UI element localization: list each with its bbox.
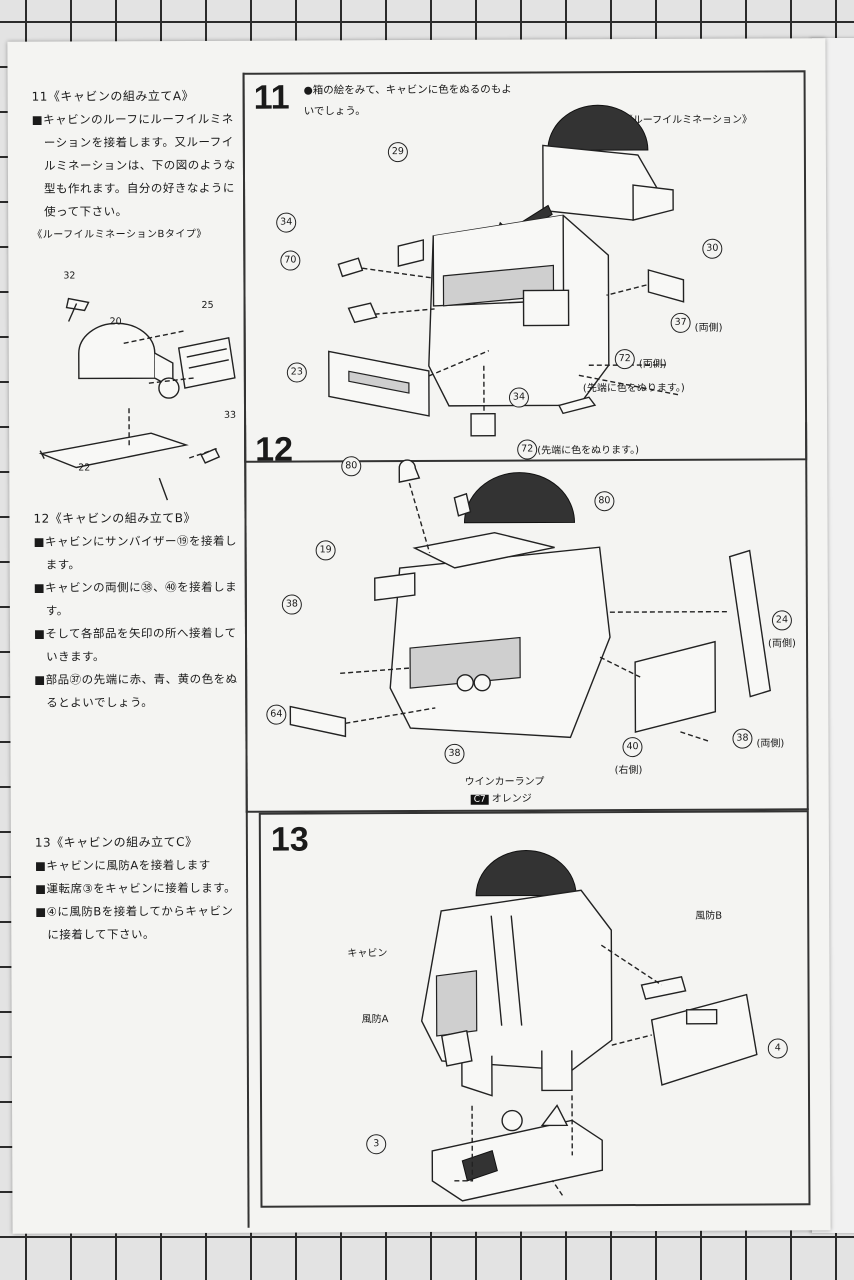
step11-heading: 11《キャビンの組み立てA》 [31,88,195,104]
part-label: 25 [201,299,214,311]
part-34-drawing [337,257,364,278]
step12-item: ■キャビンにサンバイザー⑲を接着します。 [33,533,237,572]
step12-instructions: 12《キャビンの組み立てB》 ■キャビンにサンバイザー⑲を接着します。 ■キャビ… [33,507,244,715]
cabin-drawing [420,850,613,1097]
step12-item: ■そして各部品を矢印の所へ接着していきます。 [33,625,237,664]
color-name: オレンジ [491,793,532,805]
windshield-b-drawing [640,976,687,1000]
cabin-drawing [397,214,610,407]
part-70-drawing [347,302,378,324]
both-sides-label: (両側) [694,322,723,334]
part-label: 38 [281,594,302,615]
part-label: 40 [622,737,643,758]
both-sides-label: (両側) [756,738,785,750]
step13-diagram [420,850,758,1202]
part-24-drawing [728,549,772,698]
step13-heading: 13《キャビンの組み立てC》 [34,834,198,850]
part-40-drawing [634,640,717,733]
part-label: 38 [444,743,465,764]
part-label: 38 [732,728,753,749]
step13-item: ■キャビンに風防Aを接着します [34,857,211,873]
part-label: 80 [341,456,362,477]
part-72-drawing [557,396,597,415]
guide-line [340,482,730,743]
part-label: 22 [78,462,91,474]
guide-line [123,330,194,384]
step12-item: ■部品㊲の先端に赤、青、黄の色をぬるとよいでしょう。 [34,671,238,710]
part-label: 37 [670,312,691,333]
winker-lamp-label: ウインカーランプ [464,776,545,788]
part-22-drawing [38,432,189,501]
tip-note: (先端に色をぬります。) [582,382,685,395]
part-34-drawing [470,412,496,437]
instruction-sheet: 11《キャビンの組み立てA》 ■キャビンのルーフにルーフイルミネーションを接着し… [7,38,831,1234]
step13-item: ■④に風防Bを接着してからキャビンに接着して下さい。 [35,903,234,942]
step12-diagram [289,459,772,743]
color-code-badge: C7 [470,794,489,805]
part-label: 72 [614,349,635,370]
step11-instructions: 11《キャビンの組み立てA》 ■キャビンのルーフにルーフイルミネーションを接着し… [32,85,243,247]
step13-instructions: 13《キャビンの組み立てC》 ■キャビンに風防Aを接着します ■運転席③をキャビ… [35,831,245,947]
windshield-a-drawing [440,1029,473,1067]
windshield-b-label: 風防B [695,910,723,922]
part-72-drawing [453,492,472,517]
part-label: 64 [266,704,287,725]
part-3-drawing [431,1104,604,1202]
part-label: 34 [276,212,297,233]
cabin-label: キャビン [347,948,388,960]
guide-line [452,944,662,1196]
step12-item: ■キャビンの両側に㊳、㊵を接着します。 [33,579,238,618]
step12-heading: 12《キャビンの組み立てB》 [33,510,197,526]
part-label: 30 [702,238,723,259]
step13-item: ■運転席③をキャビンに接着します。 [35,880,237,896]
part-32-drawing [65,297,90,322]
roof-illumination-drawing [542,104,674,221]
type-b-diagram [38,297,236,501]
windshield-a-label: 風防A [361,1014,389,1026]
part-label: 23 [286,362,307,383]
part-label: 24 [771,610,792,631]
part-25-drawing [177,336,236,389]
both-sides-label: (両側) [768,638,796,650]
part-label: 4 [767,1038,788,1059]
step11-diagram [328,104,685,437]
cabin-drawing [374,472,611,739]
part-label: 29 [387,142,408,163]
step11-item: ■キャビンのルーフにルーフイルミネーションを接着します。又ルーフイルミネーション… [31,111,236,219]
part-label: 19 [315,540,336,561]
part-label: 32 [63,270,76,282]
part-80-drawing [398,459,421,483]
part-label: 80 [594,491,615,512]
part-label: 3 [366,1134,387,1155]
part-4-drawing [650,993,758,1086]
part-label: 20 [109,316,122,328]
part-20-drawing [78,322,180,399]
type-b-note: 《ルーフイルミネーションBタイプ》 [32,228,207,241]
part-33-drawing [200,447,221,464]
right-side-label: (右側) [614,765,643,777]
part-30-drawing [647,269,685,303]
part-label: 70 [280,250,301,271]
guide-line [362,267,680,411]
part-label: 34 [508,387,530,408]
both-sides-label: (両側) [638,358,667,371]
bumper-drawing [328,350,430,417]
part-label: 33 [223,409,237,421]
part-label: 72 [517,439,538,460]
part-64-drawing [289,705,347,738]
